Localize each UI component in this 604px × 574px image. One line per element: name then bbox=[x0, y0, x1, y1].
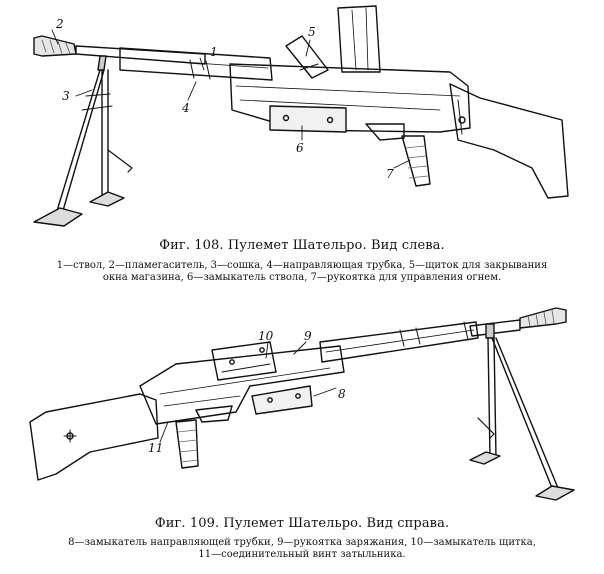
figure-108-illustration: 2 3 1 4 5 6 7 bbox=[0, 0, 604, 232]
fire-control-grip bbox=[401, 135, 431, 187]
flash-hider bbox=[519, 307, 567, 329]
bipod-mount bbox=[485, 323, 495, 339]
bipod-leg-front bbox=[491, 337, 553, 489]
figure-109-illustration: 10 9 8 11 bbox=[0, 302, 604, 512]
fire-control-grip bbox=[175, 419, 199, 469]
callout-10: 10 bbox=[258, 329, 274, 343]
callout-2: 2 bbox=[55, 17, 64, 31]
buttstock bbox=[29, 393, 159, 481]
bipod-mount bbox=[97, 55, 107, 71]
guide-tube-lock bbox=[251, 385, 313, 415]
figure-108-legend-line-2: окна магазина, 6—замыкатель ствола, 7—ру… bbox=[102, 272, 502, 283]
gas-tube bbox=[119, 47, 273, 81]
receiver bbox=[229, 63, 471, 133]
machine-gun-left-view: 2 3 1 4 5 6 7 bbox=[33, 5, 569, 227]
buttstock bbox=[449, 83, 569, 199]
gas-tube bbox=[319, 321, 479, 363]
magazine bbox=[337, 5, 381, 73]
barrel bbox=[469, 319, 521, 337]
callout-6: 6 bbox=[296, 141, 304, 155]
callout-3: 3 bbox=[62, 89, 70, 103]
figure-108-caption: Фиг. 108. Пулемет Шательро. Вид слева. bbox=[159, 238, 445, 253]
bipod-foot-front bbox=[33, 207, 83, 227]
figure-109-caption: Фиг. 109. Пулемет Шательро. Вид справа. bbox=[154, 516, 450, 531]
callout-5: 5 bbox=[308, 25, 316, 39]
figure-108-legend-line-1: 1—ствол, 2—пламегаситель, 3—сошка, 4—нап… bbox=[56, 260, 548, 271]
callout-1: 1 bbox=[210, 45, 218, 59]
bipod-leg-front bbox=[55, 69, 101, 215]
charging-handle-plate bbox=[211, 341, 277, 381]
bipod-foot-front bbox=[535, 485, 575, 501]
barrel-lock bbox=[269, 105, 347, 133]
figure-109-legend-line-2: 11—соединительный винт затыльника. bbox=[198, 549, 406, 560]
figure-109-legend-line-1: 8—замыкатель направляющей трубки, 9—руко… bbox=[68, 537, 536, 548]
callout-7: 7 bbox=[386, 167, 394, 181]
bipod-leg-rear bbox=[487, 337, 491, 459]
callout-8: 8 bbox=[338, 387, 346, 401]
receiver bbox=[139, 345, 345, 425]
bipod-foot-rear bbox=[89, 191, 125, 207]
bipod-foot-rear bbox=[469, 451, 501, 465]
figure-108-legend: 1—ствол, 2—пламегаситель, 3—сошка, 4—нап… bbox=[0, 260, 604, 284]
magazine-cover bbox=[285, 35, 329, 79]
callout-11: 11 bbox=[148, 441, 163, 455]
callout-9: 9 bbox=[304, 329, 312, 343]
callout-4: 4 bbox=[181, 101, 190, 115]
machine-gun-right-view: 10 9 8 11 bbox=[29, 307, 575, 501]
figure-109-legend: 8—замыкатель направляющей трубки, 9—руко… bbox=[0, 537, 604, 561]
trigger-guard bbox=[195, 405, 233, 423]
stock-screw bbox=[458, 116, 466, 124]
trigger-guard bbox=[365, 123, 405, 141]
